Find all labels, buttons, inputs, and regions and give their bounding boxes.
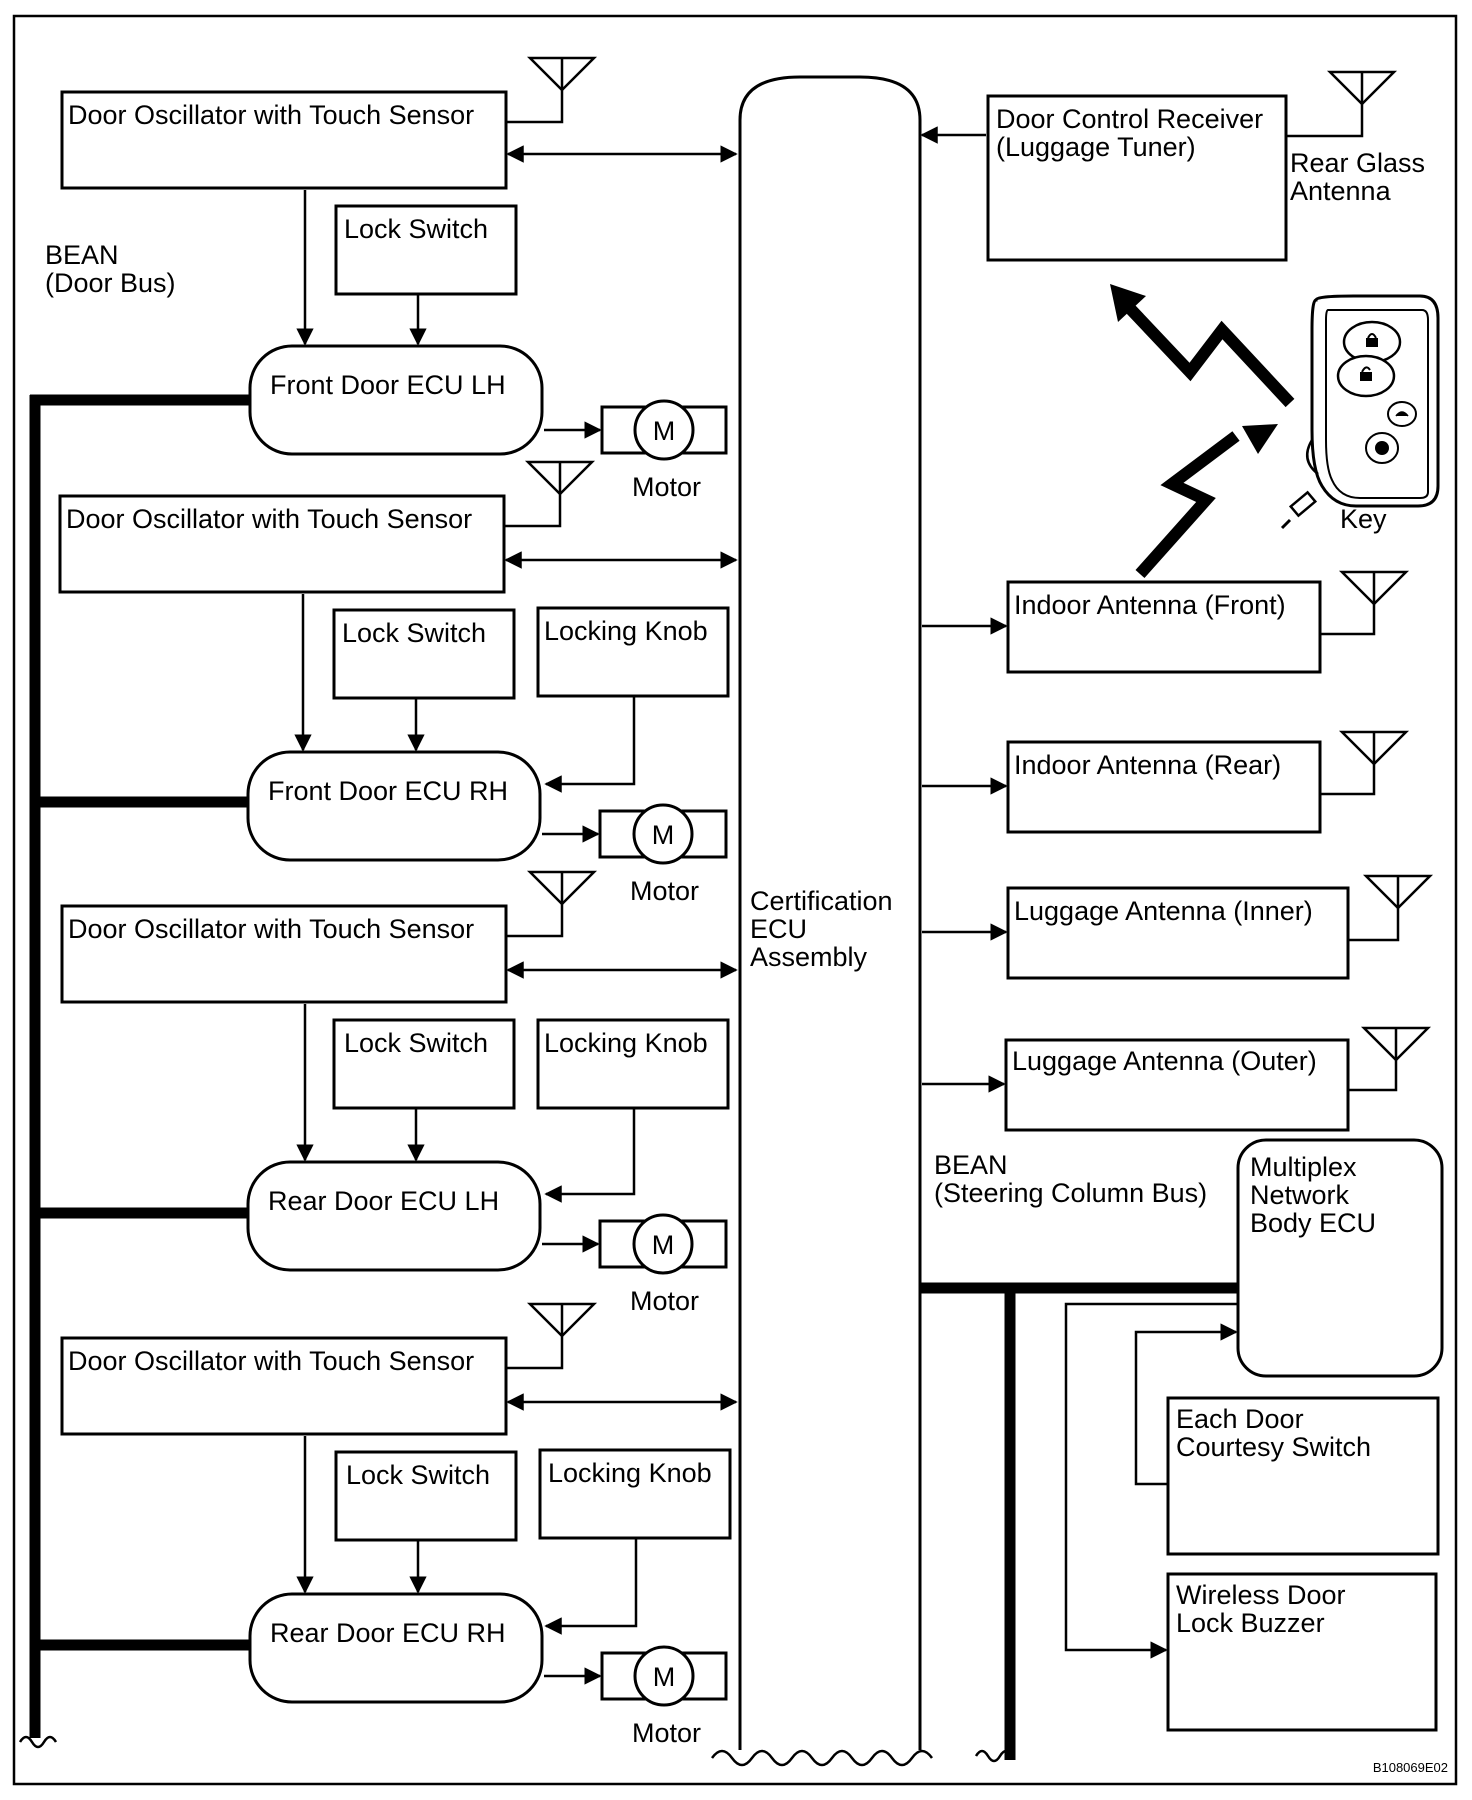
antenna-icon (528, 870, 596, 906)
group-indoor-antenna-rear: Indoor Antenna (Rear) (922, 730, 1408, 834)
antenna-icon (528, 56, 596, 92)
each-door-courtesy-switch (1166, 1396, 1440, 1556)
luggage-antenna-inner (1006, 886, 1350, 980)
group-rear-door-lh: Door Oscillator with Touch Sensor Lock S… (60, 870, 738, 1316)
ecu-rear-door-rh-label: Rear Door ECU RH (270, 1618, 506, 1648)
buzzer-label-2: Lock Buzzer (1176, 1608, 1325, 1638)
rear-glass-antenna-label-1: Rear Glass (1290, 148, 1425, 178)
bean-steering-bus-label: BEAN (934, 1150, 1008, 1180)
locking-knob-3 (536, 1018, 730, 1110)
mpx-ecu-label-1: Multiplex (1250, 1152, 1357, 1182)
antenna-icon (526, 460, 594, 496)
door-oscillator-1-label: Door Oscillator with Touch Sensor (68, 100, 474, 130)
door-oscillator-1 (60, 90, 508, 190)
radio-signal-to-receiver (1110, 284, 1295, 408)
ecu-rear-door-lh (246, 1160, 542, 1272)
mpx-ecu-label-2: Network (1250, 1180, 1350, 1210)
group-indoor-antenna-front: Indoor Antenna (Front) (922, 570, 1408, 674)
group-front-door-rh: Door Oscillator with Touch Sensor Lock S… (58, 460, 738, 906)
rear-glass-antenna-label-2: Antenna (1290, 176, 1392, 206)
cert-ecu-label-2: ECU (750, 914, 807, 944)
locking-knob-2 (536, 606, 730, 698)
motor-3-label: Motor (630, 1286, 699, 1316)
door-bus (18, 394, 252, 1749)
steering-column-bus (920, 1282, 1238, 1763)
locking-knob-4 (538, 1448, 732, 1540)
courtesy-switch-label-2: Courtesy Switch (1176, 1432, 1371, 1462)
group-door-control-receiver: Door Control Receiver (Luggage Tuner) Re… (920, 70, 1425, 262)
lock-switch-4 (334, 1450, 518, 1542)
courtesy-switch-line (1134, 1323, 1238, 1486)
motor-4-label: Motor (632, 1718, 701, 1748)
door-oscillator-3-label: Door Oscillator with Touch Sensor (68, 914, 474, 944)
luggage-antenna-outer (1004, 1038, 1350, 1132)
key-fob-icon (1280, 294, 1440, 530)
courtesy-switch-label-1: Each Door (1176, 1404, 1304, 1434)
buzzer-line (1064, 1302, 1238, 1659)
certification-ecu-assembly (738, 75, 922, 1750)
indoor-antenna-front (1006, 580, 1322, 674)
lock-switch-1 (334, 204, 518, 296)
radio-signal-from-key (1135, 424, 1278, 578)
bean-steering-bus-sub: (Steering Column Bus) (934, 1178, 1207, 1208)
receiver-label-1: Door Control Receiver (996, 104, 1263, 134)
group-rear-door-rh: Door Oscillator with Touch Sensor Lock S… (60, 1302, 738, 1748)
antenna-icon (1362, 1026, 1430, 1062)
group-front-door-lh: Door Oscillator with Touch Sensor Lock S… (60, 56, 738, 502)
key-label: Key (1340, 504, 1387, 534)
motor-1-symbol: M (653, 416, 676, 446)
door-oscillator-2-label: Door Oscillator with Touch Sensor (66, 504, 472, 534)
group-luggage-antenna-outer: Luggage Antenna (Outer) (922, 1026, 1430, 1132)
wireless-door-lock-buzzer (1166, 1572, 1438, 1732)
diagram-frame (12, 14, 1458, 1786)
group-luggage-antenna-inner: Luggage Antenna (Inner) (922, 874, 1432, 980)
lock-switch-3 (332, 1018, 516, 1110)
antenna-icon (1340, 730, 1408, 766)
luggage-antenna-inner-label: Luggage Antenna (Inner) (1014, 896, 1313, 926)
locking-knob-3-label: Locking Knob (544, 1028, 708, 1058)
cert-ecu-label-3: Assembly (750, 942, 868, 972)
luggage-antenna-outer-label: Luggage Antenna (Outer) (1012, 1046, 1317, 1076)
lock-switch-2-label: Lock Switch (342, 618, 486, 648)
door-control-receiver (986, 94, 1288, 262)
indoor-antenna-rear (1006, 740, 1322, 834)
antenna-icon (1340, 570, 1408, 606)
lock-switch-2 (332, 608, 516, 700)
figure-code: B108069E02 (1373, 1760, 1448, 1775)
cert-ecu-label-1: Certification (750, 886, 893, 916)
antenna-icon (1328, 70, 1396, 106)
antenna-icon (528, 1302, 596, 1338)
ecu-front-door-rh-label: Front Door ECU RH (268, 776, 508, 806)
motor-1-label: Motor (632, 472, 701, 502)
door-oscillator-4 (60, 1336, 508, 1436)
locking-knob-4-label: Locking Knob (548, 1458, 712, 1488)
ecu-front-door-rh (246, 750, 542, 862)
motor-2-label: Motor (630, 876, 699, 906)
receiver-label-2: (Luggage Tuner) (996, 132, 1196, 162)
lock-switch-3-label: Lock Switch (344, 1028, 488, 1058)
buzzer-label-1: Wireless Door (1176, 1580, 1346, 1610)
certification-ecu-break (710, 1749, 934, 1767)
ecu-front-door-lh-label: Front Door ECU LH (270, 370, 506, 400)
indoor-antenna-rear-label: Indoor Antenna (Rear) (1014, 750, 1281, 780)
door-oscillator-2 (58, 494, 506, 594)
ecu-rear-door-rh (248, 1592, 544, 1704)
ecu-front-door-lh (248, 344, 544, 456)
lock-switch-4-label: Lock Switch (346, 1460, 490, 1490)
motor-2-symbol: M (652, 820, 675, 850)
mpx-ecu-label-3: Body ECU (1250, 1208, 1376, 1238)
bean-door-bus-label: BEAN (45, 240, 119, 270)
indoor-antenna-front-label: Indoor Antenna (Front) (1014, 590, 1286, 620)
door-oscillator-4-label: Door Oscillator with Touch Sensor (68, 1346, 474, 1376)
locking-knob-2-label: Locking Knob (544, 616, 708, 646)
lock-switch-1-label: Lock Switch (344, 214, 488, 244)
door-oscillator-3 (60, 904, 508, 1004)
antenna-icon (1364, 874, 1432, 910)
motor-4-symbol: M (653, 1662, 676, 1692)
motor-3-symbol: M (652, 1230, 675, 1260)
bean-door-bus-sub: (Door Bus) (45, 268, 176, 298)
multiplex-network-body-ecu (1236, 1138, 1444, 1378)
ecu-rear-door-lh-label: Rear Door ECU LH (268, 1186, 499, 1216)
